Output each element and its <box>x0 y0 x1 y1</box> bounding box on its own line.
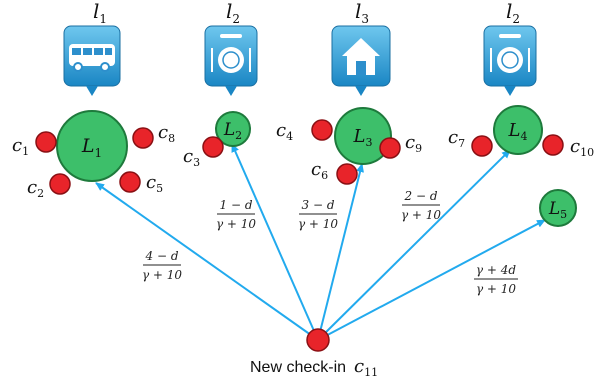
location-node-L2: L2 <box>215 111 251 147</box>
category-pin-1: l1 <box>63 0 121 96</box>
category-label-1: l1 <box>93 0 107 26</box>
edge-to-L4 <box>317 149 511 341</box>
checkin-label-c2: c2 <box>27 177 44 200</box>
svg-text:γ + 10: γ + 10 <box>476 282 516 296</box>
checkin-node-c5 <box>119 171 141 193</box>
checkin-labels: c1 c2 c3 c4 c5 c6 c7 c8 c9 c10 <box>12 120 594 200</box>
svg-text:γ + 10: γ + 10 <box>401 208 441 222</box>
checkin-node-c7 <box>471 135 493 157</box>
checkin-node-c8 <box>132 127 154 149</box>
checkin-label-c3: c3 <box>183 146 200 169</box>
restaurant-icon <box>490 34 530 73</box>
location-node-L4: L4 <box>493 105 543 155</box>
new-checkin-node <box>306 328 330 352</box>
checkin-node-c2 <box>49 173 71 195</box>
svg-text:γ + 10: γ + 10 <box>142 268 182 282</box>
edge-weight-L5: γ + 4d γ + 10 <box>474 263 518 296</box>
svg-text:3 − d: 3 − d <box>302 198 335 212</box>
svg-text:γ + 4d: γ + 4d <box>476 263 516 277</box>
edge-weights: 4 − d γ + 10 1 − d γ + 10 3 − d γ + 10 2… <box>142 189 518 296</box>
restaurant-icon <box>211 34 251 73</box>
svg-text:2 − d: 2 − d <box>404 189 438 203</box>
checkin-node-c10 <box>542 134 564 156</box>
category-label-3: l3 <box>355 0 369 26</box>
checkin-label-c8: c8 <box>158 122 175 145</box>
checkin-nodes <box>35 119 564 352</box>
category-label-2: l2 <box>226 0 240 26</box>
category-label-4: l2 <box>506 0 520 26</box>
checkin-label-c10: c10 <box>570 136 594 159</box>
edges <box>95 143 546 341</box>
checkin-node-c9 <box>379 137 401 159</box>
category-pin-3: l3 <box>331 0 391 96</box>
edge-to-L5 <box>317 219 546 341</box>
checkin-label-c7: c7 <box>448 127 465 150</box>
location-nodes: L1 L2 L3 L4 L5 <box>56 105 577 227</box>
checkin-node-c1 <box>35 131 57 153</box>
svg-text:γ + 10: γ + 10 <box>298 217 338 231</box>
svg-text:γ + 10: γ + 10 <box>216 217 256 231</box>
category-pin-2: l2 <box>204 0 258 96</box>
svg-text:L4: L4 <box>508 120 528 143</box>
checkin-label-c1: c1 <box>12 135 29 158</box>
checkin-label-c4: c4 <box>276 120 293 143</box>
edge-weight-L1: 4 − d γ + 10 <box>142 249 182 282</box>
svg-text:4 − d: 4 − d <box>145 249 179 263</box>
category-pins: l1 l2 <box>63 0 537 96</box>
location-node-L3: L3 <box>334 107 392 165</box>
svg-text:L2: L2 <box>223 120 242 142</box>
svg-text:L3: L3 <box>353 126 373 149</box>
checkin-node-c3 <box>202 136 224 158</box>
edge-to-L3 <box>317 163 364 341</box>
edge-weight-L3: 3 − d γ + 10 <box>298 198 338 231</box>
edge-weight-L4: 2 − d γ + 10 <box>401 189 441 222</box>
svg-text:1 − d: 1 − d <box>220 198 253 212</box>
edge-to-L1 <box>95 182 319 341</box>
location-node-L1: L1 <box>56 110 128 182</box>
svg-text:L5: L5 <box>548 199 567 221</box>
svg-text:L1: L1 <box>81 135 102 160</box>
edge-weight-L2: 1 − d γ + 10 <box>216 198 256 231</box>
edge-to-L2 <box>231 143 319 341</box>
checkin-label-c9: c9 <box>405 132 422 155</box>
category-pin-4: l2 <box>483 0 537 96</box>
checkin-node-c6 <box>336 163 358 185</box>
home-icon <box>342 38 380 75</box>
checkin-node-c4 <box>311 119 333 141</box>
location-node-L5: L5 <box>539 189 577 227</box>
bus-icon <box>69 44 115 72</box>
checkin-label-c6: c6 <box>311 159 328 182</box>
checkin-label-c5: c5 <box>146 172 163 195</box>
